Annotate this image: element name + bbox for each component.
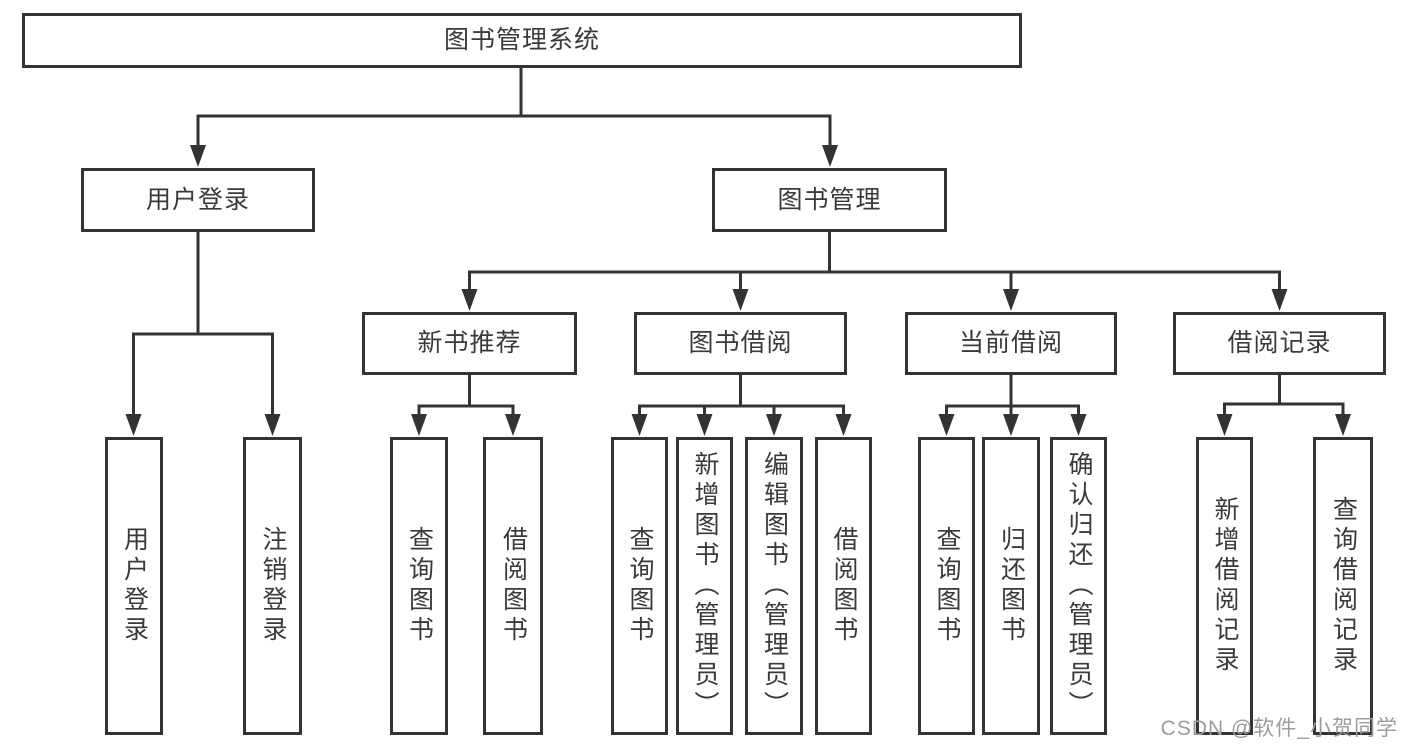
leaf-newbook-query-books: 查询图书 (390, 437, 448, 735)
node-current-borrow: 当前借阅 (905, 312, 1117, 375)
leaf-logout: 注销登录 (243, 437, 302, 735)
leaf-current-confirm-return-admin: 确认归还（管理员） (1050, 437, 1107, 735)
leaf-current-return-books: 归还图书 (982, 437, 1040, 735)
node-root-system: 图书管理系统 (22, 13, 1022, 68)
arrowheads (125, 145, 1351, 436)
node-book-management: 图书管理 (712, 168, 947, 232)
leaf-current-query-books: 查询图书 (918, 437, 975, 735)
leaf-records-query-record: 查询借阅记录 (1313, 437, 1373, 735)
leaf-borrow-borrow-books: 借阅图书 (815, 437, 872, 735)
watermark: CSDN @软件_小贺同学 (1160, 717, 1398, 740)
leaf-newbook-borrow-books: 借阅图书 (483, 437, 543, 735)
node-borrow-records: 借阅记录 (1173, 312, 1386, 375)
leaf-user-login: 用户登录 (105, 437, 163, 735)
leaf-borrow-edit-books-admin: 编辑图书（管理员） (745, 437, 803, 735)
leaf-records-add-record: 新增借阅记录 (1196, 437, 1253, 735)
node-book-borrow: 图书借阅 (634, 312, 847, 375)
node-new-book-recommend: 新书推荐 (362, 312, 577, 375)
node-user-login: 用户登录 (81, 168, 315, 232)
leaf-borrow-add-books-admin: 新增图书（管理员） (676, 437, 733, 735)
leaf-borrow-query-books: 查询图书 (611, 437, 668, 735)
